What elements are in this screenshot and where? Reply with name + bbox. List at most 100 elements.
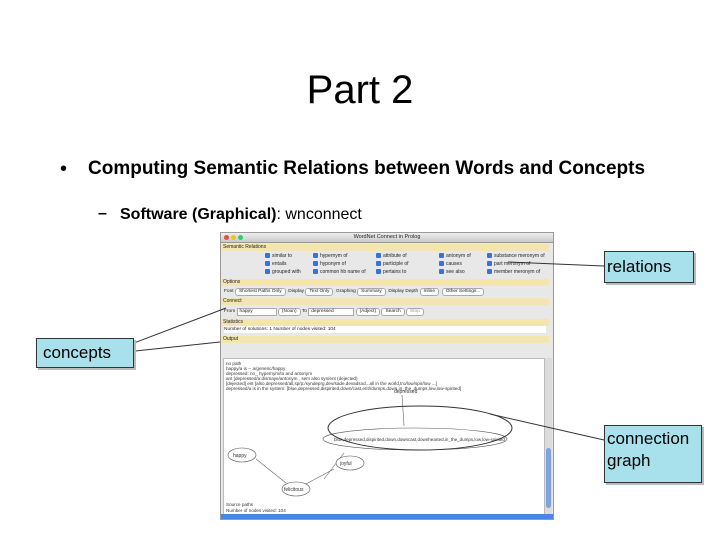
checkbox-checked-icon[interactable] (487, 261, 492, 267)
graph-node-felicitous: felicitous (284, 487, 304, 493)
relation-checkbox[interactable]: hypernym of (313, 253, 348, 260)
relation-label: similar to (272, 253, 293, 259)
checkbox-checked-icon[interactable] (265, 269, 270, 275)
bullet-text: Computing Semantic Relations between Wor… (88, 158, 646, 179)
zoom-icon[interactable] (238, 235, 243, 240)
graph-node-ellipse (281, 481, 311, 497)
window-titlebar: WordNet Connect in Prolog (221, 233, 553, 243)
checkbox-checked-icon[interactable] (313, 261, 318, 267)
relation-checkbox[interactable]: member meronym of (487, 269, 540, 276)
relation-checkbox[interactable]: causes (439, 261, 462, 268)
relation-checkbox[interactable]: substance meronym of (487, 253, 545, 260)
graph-edge (255, 458, 287, 484)
section-output: Output (221, 336, 549, 343)
relation-label: causes (446, 261, 462, 267)
relation-checkbox[interactable]: part meronym of (487, 261, 530, 268)
relation-checkbox[interactable]: participle of (376, 261, 409, 268)
callout-connection-graph: connection graph (604, 425, 702, 483)
from-pos-select[interactable]: (Noun) (277, 308, 301, 316)
connection-graph: blue,depressed,dispirited,down,downcast,… (227, 389, 508, 497)
close-icon[interactable] (224, 235, 229, 240)
relation-label: antonym of (446, 253, 471, 259)
relation-checkbox[interactable]: entails (265, 261, 286, 268)
graphing-select[interactable]: Summary (357, 288, 386, 296)
sub-bullet-rest: : wnconnect (276, 206, 362, 223)
output-line: depressed/a is in the system: [blue,depr… (226, 386, 462, 391)
checkbox-checked-icon[interactable] (265, 253, 270, 259)
output-scrollbar[interactable] (545, 358, 552, 514)
display-label: Display (288, 289, 305, 294)
checkbox-checked-icon[interactable] (439, 253, 444, 259)
search-button[interactable]: Search (381, 308, 405, 316)
sub-bullet-marker: – (98, 205, 107, 222)
relation-label: pertains to (383, 269, 407, 275)
relation-checkbox[interactable]: antonym of (439, 253, 471, 260)
checkbox-checked-icon[interactable] (487, 253, 492, 259)
output-footer: Source paths (226, 502, 254, 507)
section-connect: Connect (221, 298, 549, 305)
section-semantic-relations: Semantic Relations (221, 244, 549, 251)
wnconnect-window: WordNet Connect in Prolog Semantic Relat… (220, 232, 554, 520)
checkbox-checked-icon[interactable] (376, 269, 381, 275)
window-title: WordNet Connect in Prolog (353, 234, 421, 240)
graph-node-label: blue,depressed,dispirited,down,downcast,… (334, 437, 505, 442)
callout-relations: relations (604, 251, 694, 283)
from-label: From (224, 309, 236, 314)
checkbox-checked-icon[interactable] (376, 253, 381, 259)
relation-label: substance meronym of (494, 253, 545, 259)
relation-label: member meronym of (494, 269, 541, 275)
output-footer2: Number of nodes visited: 104 (226, 508, 286, 513)
graph-node-depressed: depressed (394, 389, 418, 395)
checkbox-checked-icon[interactable] (439, 269, 444, 275)
depth-label: Display Depth (388, 289, 419, 294)
relation-checkbox[interactable]: see also (439, 269, 465, 276)
checkbox-checked-icon[interactable] (265, 261, 270, 267)
depth-select[interactable]: Inline (419, 288, 440, 296)
relation-checkbox[interactable]: hyponym of (313, 261, 346, 268)
from-input[interactable]: happy (236, 308, 277, 316)
graph-highlight-ellipse (327, 405, 513, 451)
minimize-icon[interactable] (231, 235, 236, 240)
to-input[interactable]: depressed (308, 308, 355, 316)
output-line: depressed: no_ hypernym/to and antonym (226, 371, 313, 376)
relation-checkbox[interactable]: similar to (265, 253, 292, 260)
relations-leader-line (507, 261, 605, 267)
output-line: happy/a is -- a/generic/happy (226, 366, 286, 371)
concepts-leader-line (125, 307, 227, 347)
relation-checkbox[interactable]: attribute of (376, 253, 407, 260)
checkbox-checked-icon[interactable] (376, 261, 381, 267)
graph-leader-line (489, 413, 605, 441)
to-label: To (301, 309, 307, 314)
checkbox-checked-icon[interactable] (313, 269, 318, 275)
section-statistics: Statistics (221, 319, 549, 326)
font-select[interactable]: Shortest Paths Only (234, 288, 286, 296)
checkbox-checked-icon[interactable] (313, 253, 318, 259)
graph-node-happy: happy (233, 453, 247, 459)
checkbox-checked-icon[interactable] (439, 261, 444, 267)
scrollbar-thumb[interactable] (546, 448, 551, 508)
checkbox-checked-icon[interactable] (487, 269, 492, 275)
relation-checkbox[interactable]: grouped with (265, 269, 301, 276)
stop-button[interactable]: Stop (406, 308, 424, 316)
relation-label: common hb name of (320, 269, 366, 275)
connect-row: From happy (Noun) To depressed (Adject) … (224, 308, 424, 316)
slide-title: Part 2 (306, 68, 414, 112)
output-line: ant [depressed/a:dismaye/antonym , sem a… (226, 376, 358, 381)
relation-label: hyponym of (320, 261, 346, 267)
callout-graph-line1: connection (607, 429, 690, 448)
display-select[interactable]: Text Only (305, 288, 334, 296)
other-settings-button[interactable]: Other Settings... (441, 288, 485, 296)
relation-label: see also (446, 269, 465, 275)
relation-checkbox[interactable]: pertains to (376, 269, 406, 276)
section-options: Options (221, 279, 549, 286)
relation-label: entails (272, 261, 287, 267)
to-pos-select[interactable]: (Adject) (355, 308, 381, 316)
relation-checkbox[interactable]: common hb name of (313, 269, 366, 276)
bullet-marker: • (60, 158, 68, 180)
relation-label: participle of (383, 261, 409, 267)
graph-edge (303, 468, 335, 486)
callout-graph-line2: graph (607, 451, 651, 470)
relation-label: attribute of (383, 253, 407, 259)
window-bottom-bar (221, 514, 553, 519)
graphing-label: Graphing (336, 289, 356, 294)
